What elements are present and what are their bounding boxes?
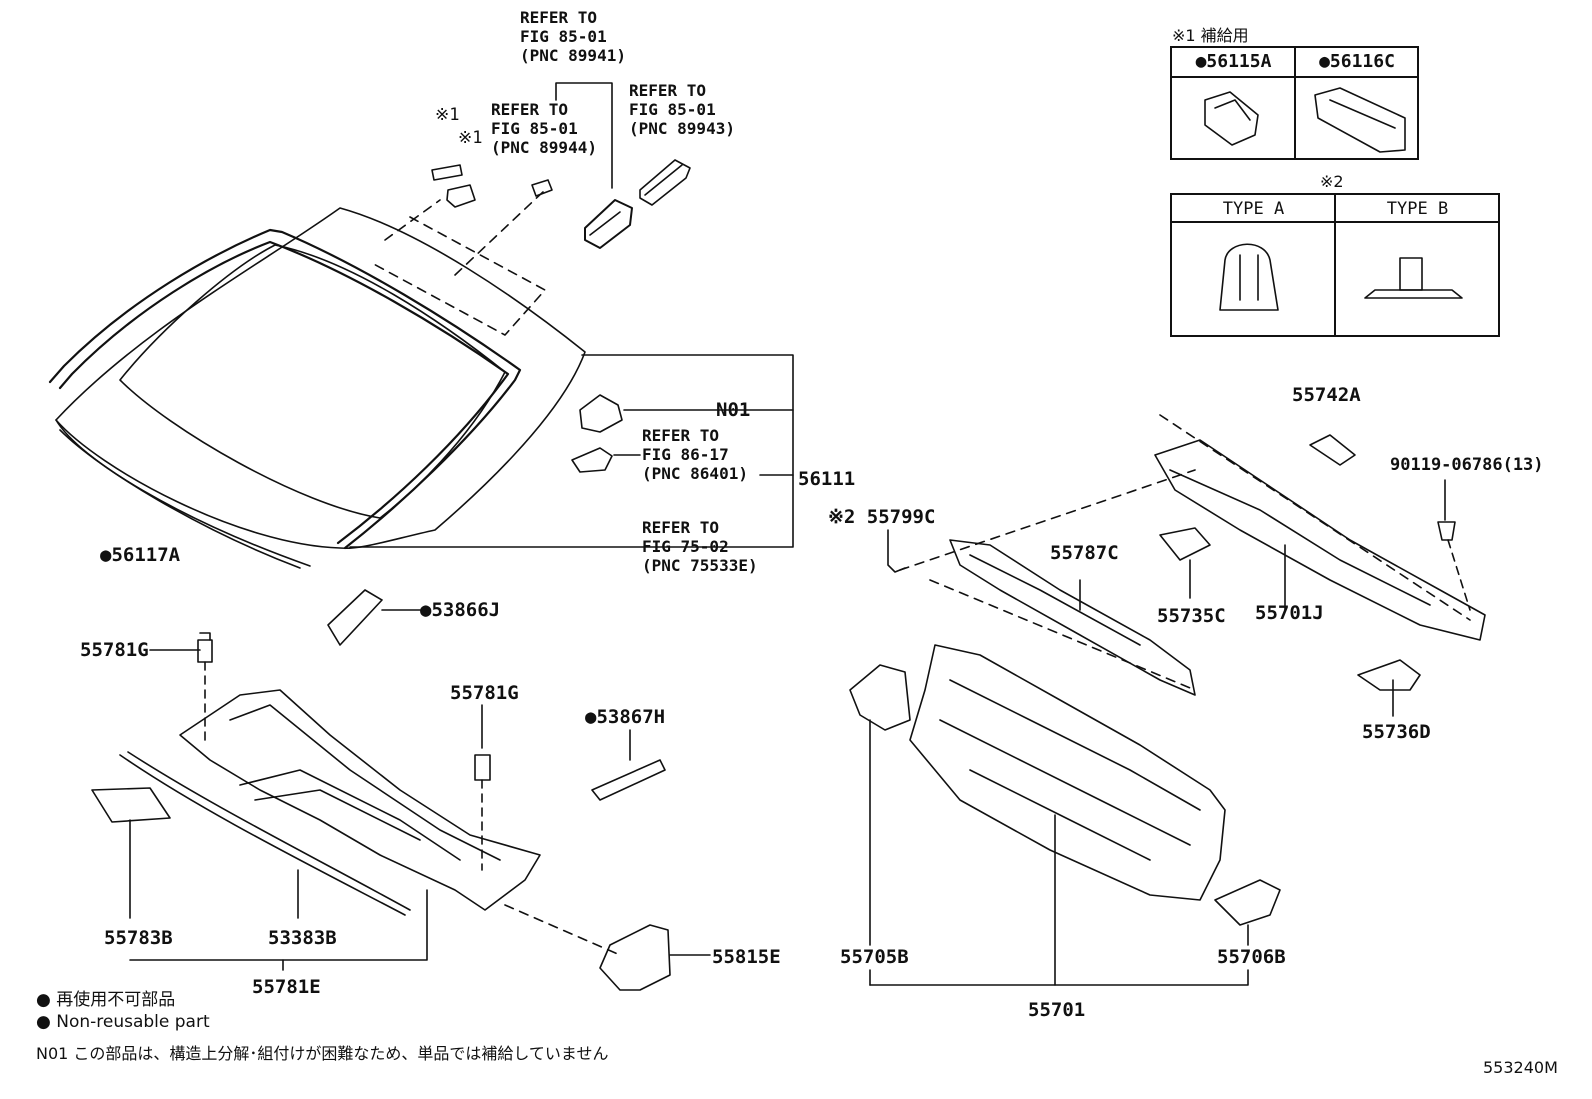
part-55781G-left <box>149 632 213 746</box>
part-55735C <box>1159 527 1211 599</box>
bracket-55701 <box>869 969 1249 986</box>
part-53383B <box>119 751 411 916</box>
refer-75533: REFER TO FIG 75-02 (PNC 75533E) <box>642 518 758 575</box>
refer-86401: REFER TO FIG 86-17 (PNC 86401) <box>642 426 748 483</box>
supply-table-caption: ※1 補給用 <box>1172 26 1249 45</box>
supply-table <box>1170 46 1419 160</box>
part-55783B <box>91 787 171 823</box>
part-label-55735C: 55735C <box>1157 605 1226 627</box>
part-label-55781G-mid: 55781G <box>450 682 519 704</box>
part-55787C <box>929 539 1196 696</box>
part-55706B <box>1214 879 1281 946</box>
windshield-glass <box>55 207 586 569</box>
part-label-55706B: 55706B <box>1217 946 1286 968</box>
part-dash-panel-55701 <box>909 644 1226 986</box>
brackets-bottom-left <box>129 819 428 971</box>
part-label-55815E: 55815E <box>712 946 781 968</box>
part-label-55701J: 55701J <box>1255 602 1324 624</box>
supply-col-56115A: ●56115A <box>1195 51 1272 72</box>
supply-col-56116C: ●56116C <box>1319 51 1395 72</box>
part-label-55701: 55701 <box>1028 999 1086 1021</box>
part-label-55781G-left: 55781G <box>80 639 149 661</box>
part-label-55705B: 55705B <box>840 946 909 968</box>
part-label-53383B: 53383B <box>268 927 337 949</box>
part-label-N01: N01 <box>716 399 751 421</box>
windshield-molding <box>48 228 522 550</box>
part-53866J <box>327 589 383 646</box>
part-label-90119: 90119-06786(13) <box>1390 455 1544 475</box>
dashed-leaders-top <box>369 189 546 336</box>
part-label-55742A: 55742A <box>1292 384 1361 406</box>
legend-n01-note: N01 この部品は、構造上分解･組付けが困難なため、単品では補給していません <box>36 1044 609 1063</box>
type-col-b: TYPE B <box>1386 199 1449 219</box>
part-53867H <box>591 729 666 801</box>
part-label-55783B: 55783B <box>104 927 173 949</box>
part-55742A <box>1309 434 1356 466</box>
figure-id: 553240M <box>1483 1058 1558 1077</box>
part-label-53866J: ●53866J <box>420 599 501 621</box>
part-label-53867H: ●53867H <box>585 706 666 728</box>
type-table-caption: ※2 <box>1320 172 1344 191</box>
part-55781G-mid <box>474 704 491 871</box>
bracket-56111 <box>349 354 794 548</box>
part-55799C-dashed <box>887 469 1196 573</box>
type-col-a: TYPE A <box>1222 199 1285 219</box>
part-label-56111: 56111 <box>798 468 856 490</box>
kome1-mark-a: ※1 <box>435 105 460 125</box>
part-label-55787C: 55787C <box>1050 542 1119 564</box>
part-55736D <box>1357 659 1421 717</box>
type-part-drawings <box>1219 243 1463 311</box>
part-55815E <box>504 904 711 991</box>
refer-89941: REFER TO FIG 85-01 (PNC 89941) <box>520 8 626 65</box>
supply-part-drawings <box>1204 87 1406 153</box>
part-55701J <box>1154 414 1486 641</box>
legend-en: ● Non-reusable part <box>36 1012 210 1032</box>
part-label-55736D: 55736D <box>1362 721 1431 743</box>
part-55705B <box>849 664 911 946</box>
refer-89943: REFER TO FIG 85-01 (PNC 89943) <box>629 81 735 138</box>
part-label-55799C: ※2 55799C <box>828 506 936 528</box>
legend-jp: ● 再使用不可部品 <box>36 990 176 1010</box>
part-cowl-top-panel <box>179 689 541 911</box>
part-label-55781E: 55781E <box>252 976 321 998</box>
kome1-mark-b: ※1 <box>458 128 483 148</box>
clip-parts-top <box>431 159 691 249</box>
part-label-56117A: ●56117A <box>100 544 181 566</box>
part-90119-bolt <box>1437 479 1471 611</box>
refer-89944: REFER TO FIG 85-01 (PNC 89944) <box>491 100 597 157</box>
leader-89941 <box>555 82 613 189</box>
type-table <box>1170 193 1500 337</box>
